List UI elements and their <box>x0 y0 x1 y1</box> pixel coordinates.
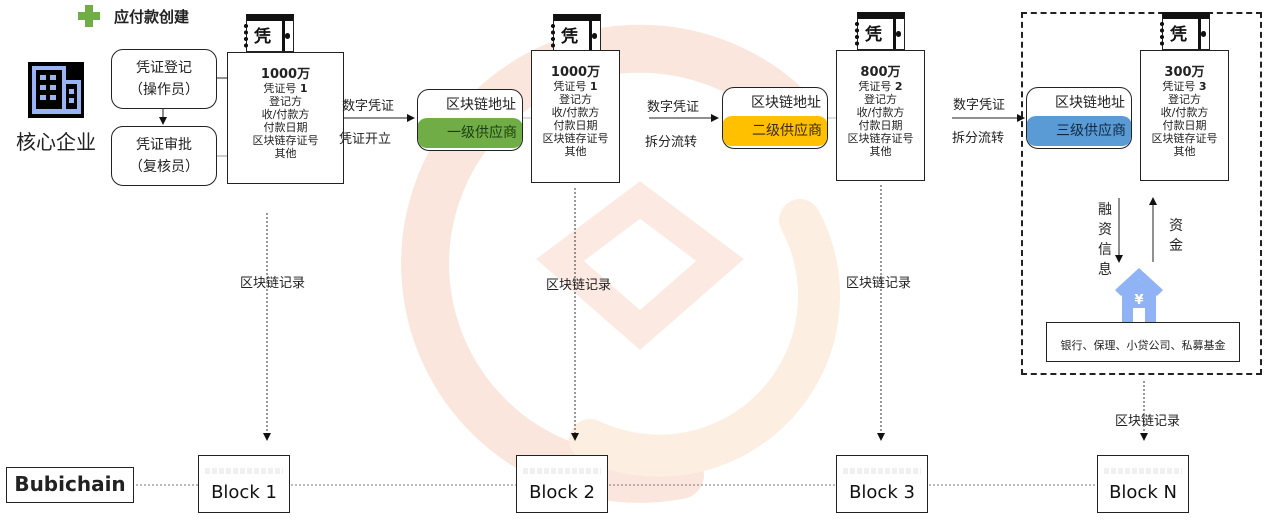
voucher-amount: 300万 <box>1164 65 1205 80</box>
block-header-watermark <box>205 468 283 474</box>
voucher-field: 区块链存证号 <box>252 134 319 147</box>
voucher-approve-step[interactable]: 凭证审批 （复核员） <box>111 126 217 186</box>
voucher-field: 登记方 <box>1168 93 1201 106</box>
edge-label-top: 数字凭证 <box>342 99 395 114</box>
step-role: （操作员） <box>129 82 199 98</box>
chain-name: Bubichain <box>6 467 134 503</box>
voucher-amount: 1000万 <box>550 65 601 80</box>
voucher-number: 凭证号 1 <box>263 82 308 95</box>
voucher-field: 登记方 <box>559 93 592 106</box>
financing-info-label: 融资信息 <box>1098 202 1112 278</box>
block-name: Block 1 <box>211 482 277 503</box>
voucher-field: 付款日期 <box>1162 119 1207 132</box>
block-name: Block 2 <box>529 482 595 503</box>
voucher-field: 收/付款方 <box>1160 106 1209 119</box>
voucher-field: 区块链存证号 <box>1151 132 1218 145</box>
voucher-field: 区块链存证号 <box>847 132 914 145</box>
step-title: 凭证登记 <box>136 60 192 76</box>
voucher-field: 付款日期 <box>263 121 308 134</box>
block-name: Block 3 <box>849 482 915 503</box>
voucher-field: 收/付款方 <box>551 106 600 119</box>
voucher-field: 付款日期 <box>858 119 903 132</box>
blockchain-record-label: 区块链记录 <box>846 276 912 291</box>
voucher-field: 其他 <box>869 145 892 158</box>
voucher-field: 其他 <box>274 147 297 160</box>
block-header-watermark <box>843 468 921 474</box>
office-building-icon <box>28 62 84 118</box>
blockchain-record-label: 区块链记录 <box>240 276 306 291</box>
voucher-card[interactable]: 800万 凭证号 2 登记方 收/付款方 付款日期 区块链存证号 其他 <box>836 50 925 181</box>
voucher-field: 登记方 <box>864 93 897 106</box>
voucher-field: 收/付款方 <box>856 106 905 119</box>
funds-label: 资金 <box>1169 218 1183 254</box>
financial-institutions-label: 银行、保理、小贷公司、私募基金 <box>1060 339 1226 352</box>
plus-icon <box>78 5 100 27</box>
edge-label-top: 数字凭证 <box>647 100 700 115</box>
blockchain-address-label: 区块链地址 <box>1055 95 1125 111</box>
block-header-watermark <box>1104 468 1182 474</box>
voucher-number: 凭证号 3 <box>1162 80 1207 93</box>
step-role: （复核员） <box>129 159 199 175</box>
voucher-card[interactable]: 1000万 凭证号 1 登记方 收/付款方 付款日期 区块链存证号 其他 <box>531 50 620 183</box>
core-enterprise-label: 核心企业 <box>16 130 96 154</box>
supplier-role: 一级供应商 <box>418 118 522 148</box>
bank-yuan-house-icon: ¥ <box>1115 268 1163 322</box>
block-header-watermark <box>523 468 601 474</box>
voucher-card[interactable]: 1000万 凭证号 1 登记方 收/付款方 付款日期 区块链存证号 其他 <box>227 52 344 184</box>
supplier-tier-1[interactable]: 区块链地址 一级供应商 <box>417 89 523 151</box>
supplier-role: 二级供应商 <box>723 116 827 146</box>
edge-label-bottom: 凭证开立 <box>339 132 392 147</box>
step-title: 凭证审批 <box>136 137 192 153</box>
blockchain-record-label: 区块链记录 <box>1115 414 1181 429</box>
voucher-field: 其他 <box>1173 145 1196 158</box>
supplier-tier-2[interactable]: 区块链地址 二级供应商 <box>722 87 828 149</box>
page-title: 应付款创建 <box>78 4 189 28</box>
voucher-number: 凭证号 2 <box>858 80 903 93</box>
voucher-field: 付款日期 <box>553 119 598 132</box>
blockchain-record-label: 区块链记录 <box>546 278 612 293</box>
voucher-tab-icon: 凭 <box>244 14 294 52</box>
chain-block[interactable]: Block 2 <box>516 455 608 513</box>
voucher-tab-icon: 凭 <box>1160 12 1210 50</box>
core-enterprise: 核心企业 <box>14 62 98 155</box>
voucher-amount: 800万 <box>860 65 901 80</box>
block-name: Block N <box>1109 482 1177 503</box>
financial-institutions-box[interactable]: 银行、保理、小贷公司、私募基金 <box>1046 322 1240 362</box>
voucher-field: 收/付款方 <box>261 108 310 121</box>
supplier-role: 三级供应商 <box>1027 116 1131 146</box>
voucher-register-step[interactable]: 凭证登记 （操作员） <box>111 49 217 109</box>
edge-label-top: 数字凭证 <box>953 98 1006 113</box>
blockchain-address-label: 区块链地址 <box>751 95 821 111</box>
chain-block[interactable]: Block N <box>1097 455 1189 513</box>
supplier-tier-3[interactable]: 区块链地址 三级供应商 <box>1026 87 1132 149</box>
voucher-amount: 1000万 <box>260 67 311 82</box>
voucher-field: 其他 <box>564 145 587 158</box>
voucher-tab-icon: 凭 <box>551 14 601 52</box>
voucher-field: 区块链存证号 <box>542 132 609 145</box>
financing-zone <box>1021 12 1262 375</box>
voucher-tab-icon: 凭 <box>855 12 905 50</box>
chain-block[interactable]: Block 1 <box>198 455 290 513</box>
voucher-number: 凭证号 1 <box>553 80 598 93</box>
blockchain-address-label: 区块链地址 <box>446 97 516 113</box>
voucher-card[interactable]: 300万 凭证号 3 登记方 收/付款方 付款日期 区块链存证号 其他 <box>1140 50 1229 181</box>
voucher-field: 登记方 <box>269 95 302 108</box>
svg-text:¥: ¥ <box>1134 293 1143 308</box>
edge-label-bottom: 拆分流转 <box>952 131 1005 146</box>
edge-label-bottom: 拆分流转 <box>645 135 698 150</box>
chain-block[interactable]: Block 3 <box>836 455 928 513</box>
title-text: 应付款创建 <box>114 7 190 26</box>
